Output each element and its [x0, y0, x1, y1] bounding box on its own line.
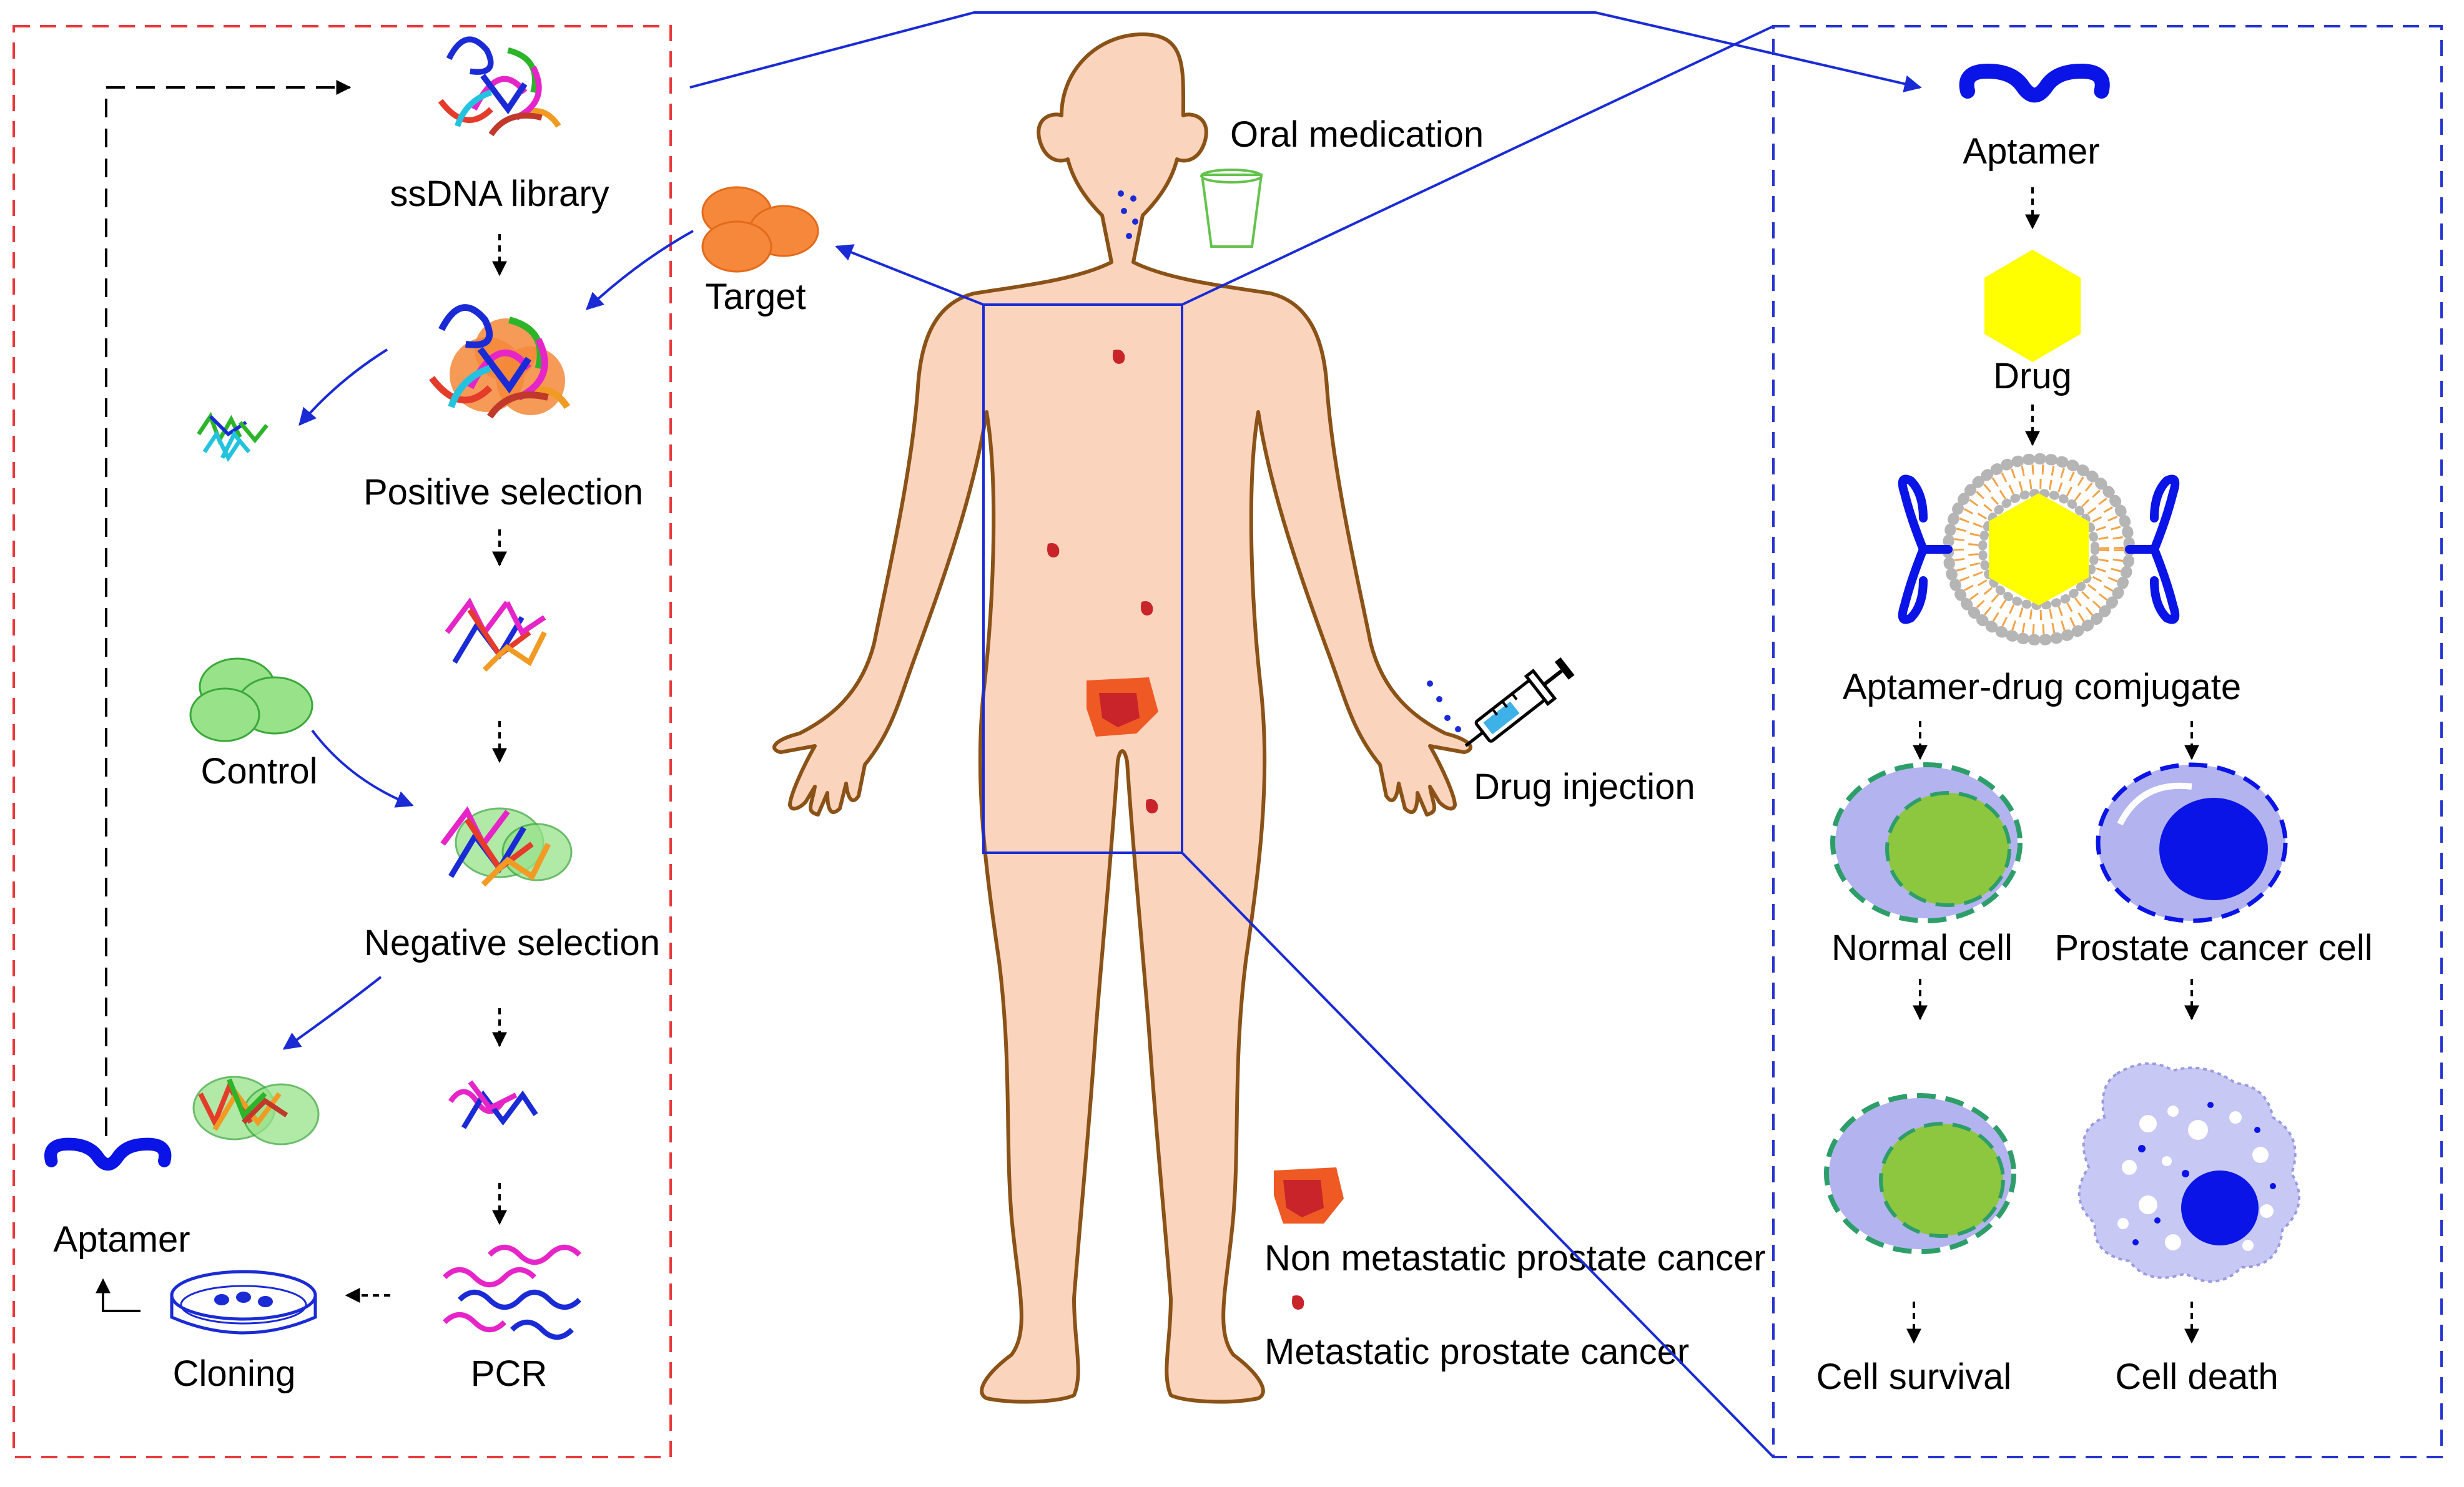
oral-medication-dots [1118, 190, 1138, 239]
drug-injection-label: Drug injection [1474, 767, 1695, 807]
negative-selection-label: Negative selection [364, 923, 660, 963]
control-arrow [311, 729, 414, 808]
normal-cell-label: Normal cell [1831, 928, 2013, 968]
cancer-cell-graphic [2096, 762, 2288, 923]
negative-selection-graphic [440, 806, 573, 887]
primary-tumor [1087, 677, 1158, 737]
positive-selection-label: Positive selection [363, 472, 643, 513]
feedback-arrow [105, 80, 352, 1136]
aptamer-graphic-left [51, 1144, 165, 1164]
selex-panel-frame [12, 25, 672, 1458]
control-cells-graphic [189, 657, 313, 742]
pcr-label: PCR [471, 1353, 547, 1394]
dying-cell-graphic [2077, 1062, 2300, 1283]
discard-arrow [298, 348, 388, 426]
legend-non-metastatic-swatch [1274, 1167, 1344, 1224]
zoom-connector [1181, 25, 1774, 306]
bound-strands-graphic [445, 597, 547, 672]
aptamer-drug-conjugate-graphic [1898, 453, 2180, 645]
pcr-graphic [443, 1244, 581, 1340]
syringe-icon [1464, 657, 1575, 747]
normal-cell-graphic [1830, 762, 2023, 923]
cup-rim [1200, 169, 1263, 184]
target-to-selection-arrow [585, 230, 694, 310]
aptamer-label-left: Aptamer [53, 1219, 190, 1260]
aptamer-delivery-arrow [689, 11, 1922, 92]
ssdna-library-graphic [441, 39, 559, 134]
control-bound-strands-graphic [192, 1076, 320, 1146]
surviving-cell-graphic [1824, 1093, 2016, 1254]
target-arrow [835, 244, 984, 306]
oral-medication-label: Oral medication [1230, 114, 1484, 155]
cloning-label: Cloning [173, 1353, 296, 1394]
target-label: Target [705, 277, 806, 317]
unbound-strands-graphic [197, 411, 269, 463]
zoom-connector [1181, 851, 1775, 1458]
cell-death-label: Cell death [2115, 1357, 2278, 1397]
positive-selection-graphic [432, 308, 568, 417]
legend-metastatic-swatch [1292, 1295, 1304, 1310]
cancer-cell-label: Prostate cancer cell [2054, 928, 2372, 968]
eluted-strands-graphic [448, 1080, 538, 1129]
drug-label: Drug [1993, 356, 2072, 396]
legend-metastatic-label: Metastatic prostate cancer [1264, 1332, 1689, 1372]
control-label: Control [201, 751, 318, 792]
injection-dots [1427, 680, 1461, 732]
aptamer-label-right: Aptamer [1963, 131, 2099, 172]
aptamer-graphic-right [1967, 71, 2102, 95]
flow-arrow [96, 1278, 140, 1312]
conjugate-label: Aptamer-drug comjugate [1843, 667, 2241, 707]
torso-zoom-box [982, 303, 1183, 854]
discard-arrow [282, 976, 382, 1050]
cup-icon [1200, 174, 1263, 248]
legend-non-metastatic-label: Non metastatic prostate cancer [1264, 1238, 1766, 1278]
drug-hexagon [1984, 250, 2081, 362]
cell-survival-label: Cell survival [1816, 1357, 2012, 1397]
ssdna-library-label: ssDNA library [390, 174, 609, 214]
cloning-dish-graphic [170, 1270, 317, 1335]
target-cells-graphic [701, 186, 819, 273]
